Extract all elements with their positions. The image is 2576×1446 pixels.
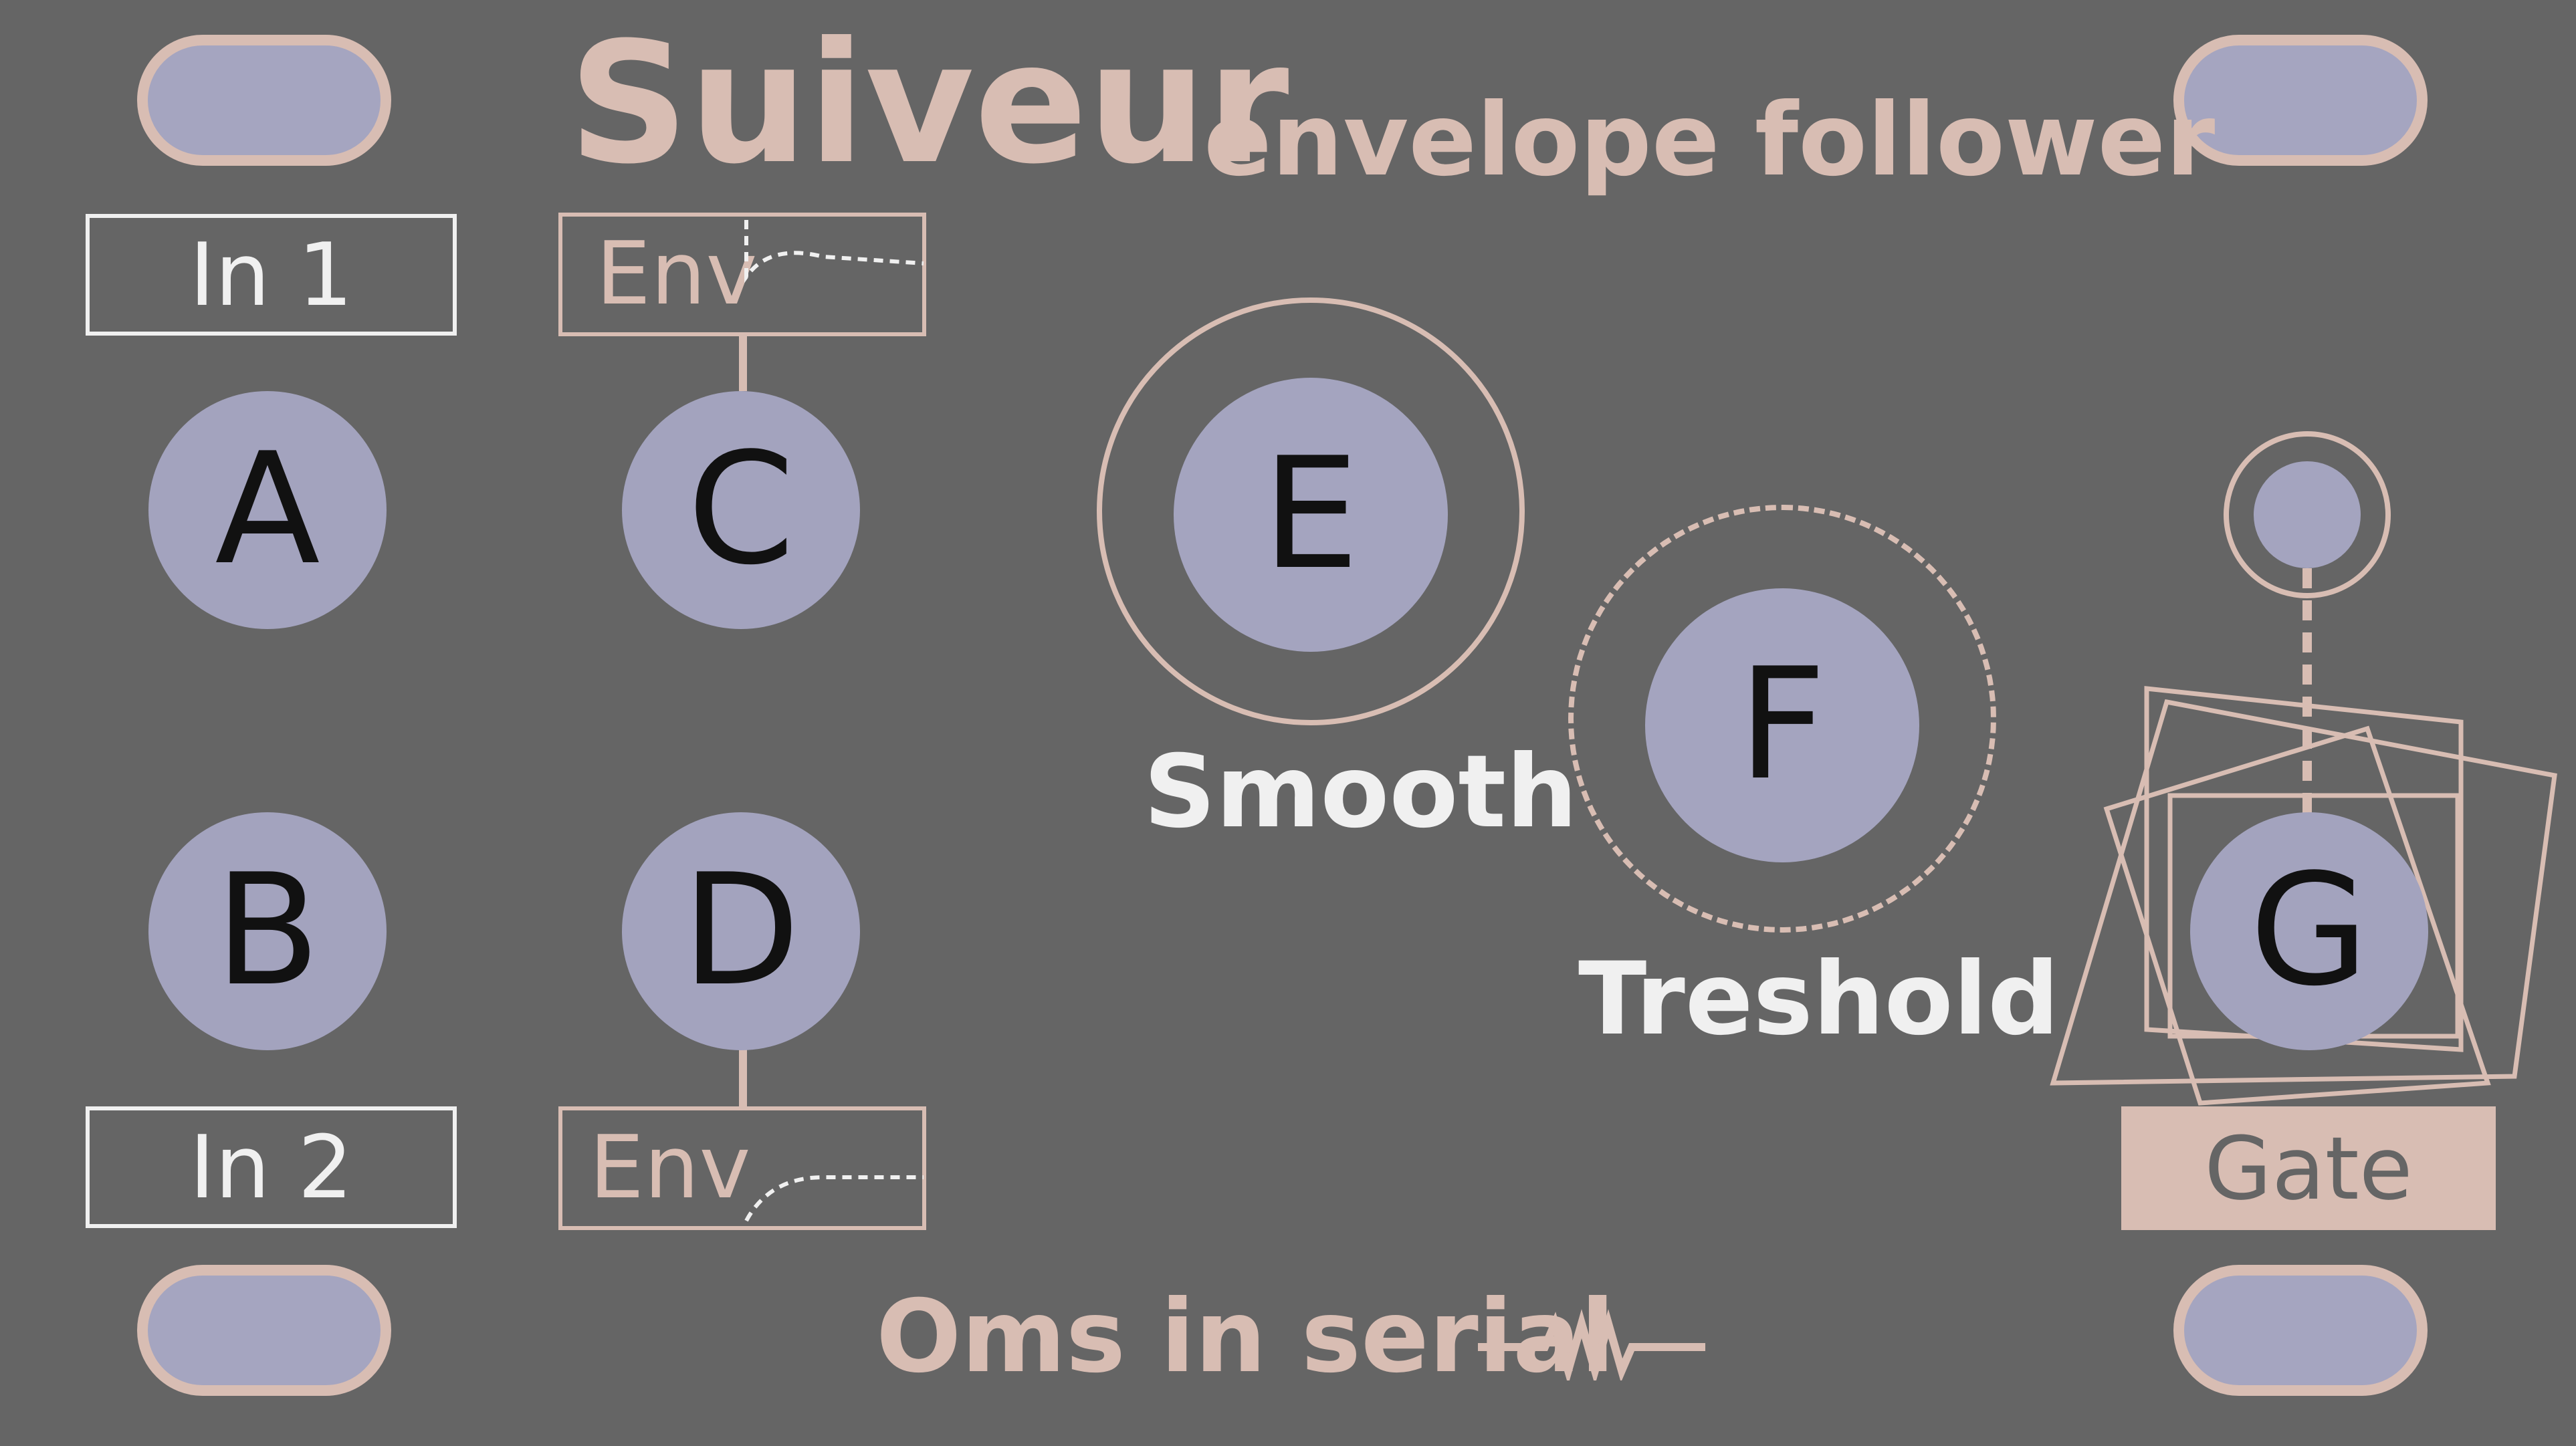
in2-jack[interactable]: B [148,812,387,1050]
in1-label: In 1 [86,214,457,336]
smooth-label: Smooth [1144,734,1578,850]
envelope-attack-icon [744,1175,924,1222]
footer-text: Oms in serial [876,1279,1615,1395]
smooth-knob-ring [1097,297,1525,725]
marker-f: F [1737,636,1827,814]
marker-a: A [215,420,320,599]
threshold-knob-ring [1568,505,1996,933]
module-title: Suiveur [568,6,1289,201]
marker-e: E [1262,425,1360,604]
env-bottom-label: Env [558,1106,926,1230]
env-out-bottom-jack[interactable]: D [622,812,860,1050]
gate-led-ring [2224,431,2391,598]
resistor-icon [1478,1309,1705,1380]
top-left-screw [137,35,391,166]
marker-b: B [215,842,320,1020]
env-out-top-jack[interactable]: C [622,391,860,629]
marker-c: C [687,420,795,599]
gate-square-outlines [2050,568,2557,1106]
smooth-knob[interactable]: E [1174,378,1448,652]
gate-led [2254,461,2361,568]
gate-label-text: Gate [2204,1117,2413,1219]
env-bottom-connector [739,1050,747,1110]
bottom-left-screw [137,1265,391,1396]
bottom-right-screw [2173,1265,2428,1396]
gate-label: Gate [2121,1106,2496,1230]
module-subtitle: envelope follower [1204,82,2216,199]
gate-out-jack[interactable]: G [2190,812,2428,1050]
in2-label: In 2 [86,1106,457,1228]
threshold-knob[interactable]: F [1645,588,1919,862]
in1-jack[interactable]: A [148,391,387,629]
env-bottom-label-text: Env [589,1116,751,1218]
envelope-decay-icon [744,220,924,283]
marker-d: D [681,842,800,1020]
env-top-label: Env [558,213,926,336]
threshold-label: Treshold [1578,941,2060,1058]
env-top-connector [739,334,747,391]
marker-g: G [2249,842,2369,1020]
env-top-label-text: Env [596,223,758,324]
